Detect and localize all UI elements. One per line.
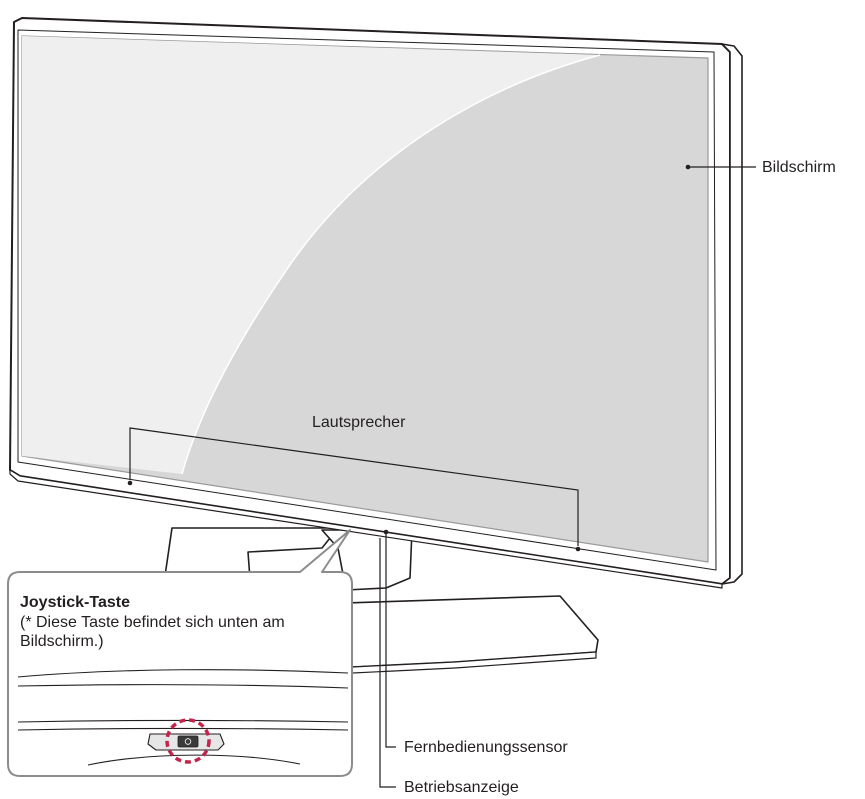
joystick-button-highlight (165, 718, 211, 764)
remote-sensor-dot (383, 529, 389, 535)
power-indicator-leader-line (379, 538, 396, 788)
monitor-side (721, 43, 743, 585)
power-indicator-label: Betriebsanzeige (404, 779, 519, 796)
screen-label: Bildschirm (762, 159, 836, 176)
speaker-left-dot (127, 480, 133, 486)
screen-leader-dot (685, 164, 691, 170)
joystick-callout-text: Joystick-Taste (* Diese Taste befindet s… (20, 593, 350, 652)
remote-sensor-label: Fernbedienungssensor (404, 739, 568, 756)
monitor-bottom-lip (9, 469, 723, 589)
joystick-callout-note: (* Diese Taste befindet sich unten am Bi… (20, 613, 285, 651)
joystick-callout-bubble (7, 529, 353, 777)
monitor-inner-bezel (17, 29, 717, 571)
speaker-label: Lautsprecher (312, 414, 406, 431)
speaker-right-dot (575, 546, 581, 552)
speaker-bracket-line (129, 427, 579, 546)
remote-sensor-leader-line (385, 533, 396, 748)
joystick-callout-title: Joystick-Taste (20, 594, 130, 611)
screen-highlight-edge (181, 54, 601, 475)
screen-highlight (22, 36, 600, 474)
